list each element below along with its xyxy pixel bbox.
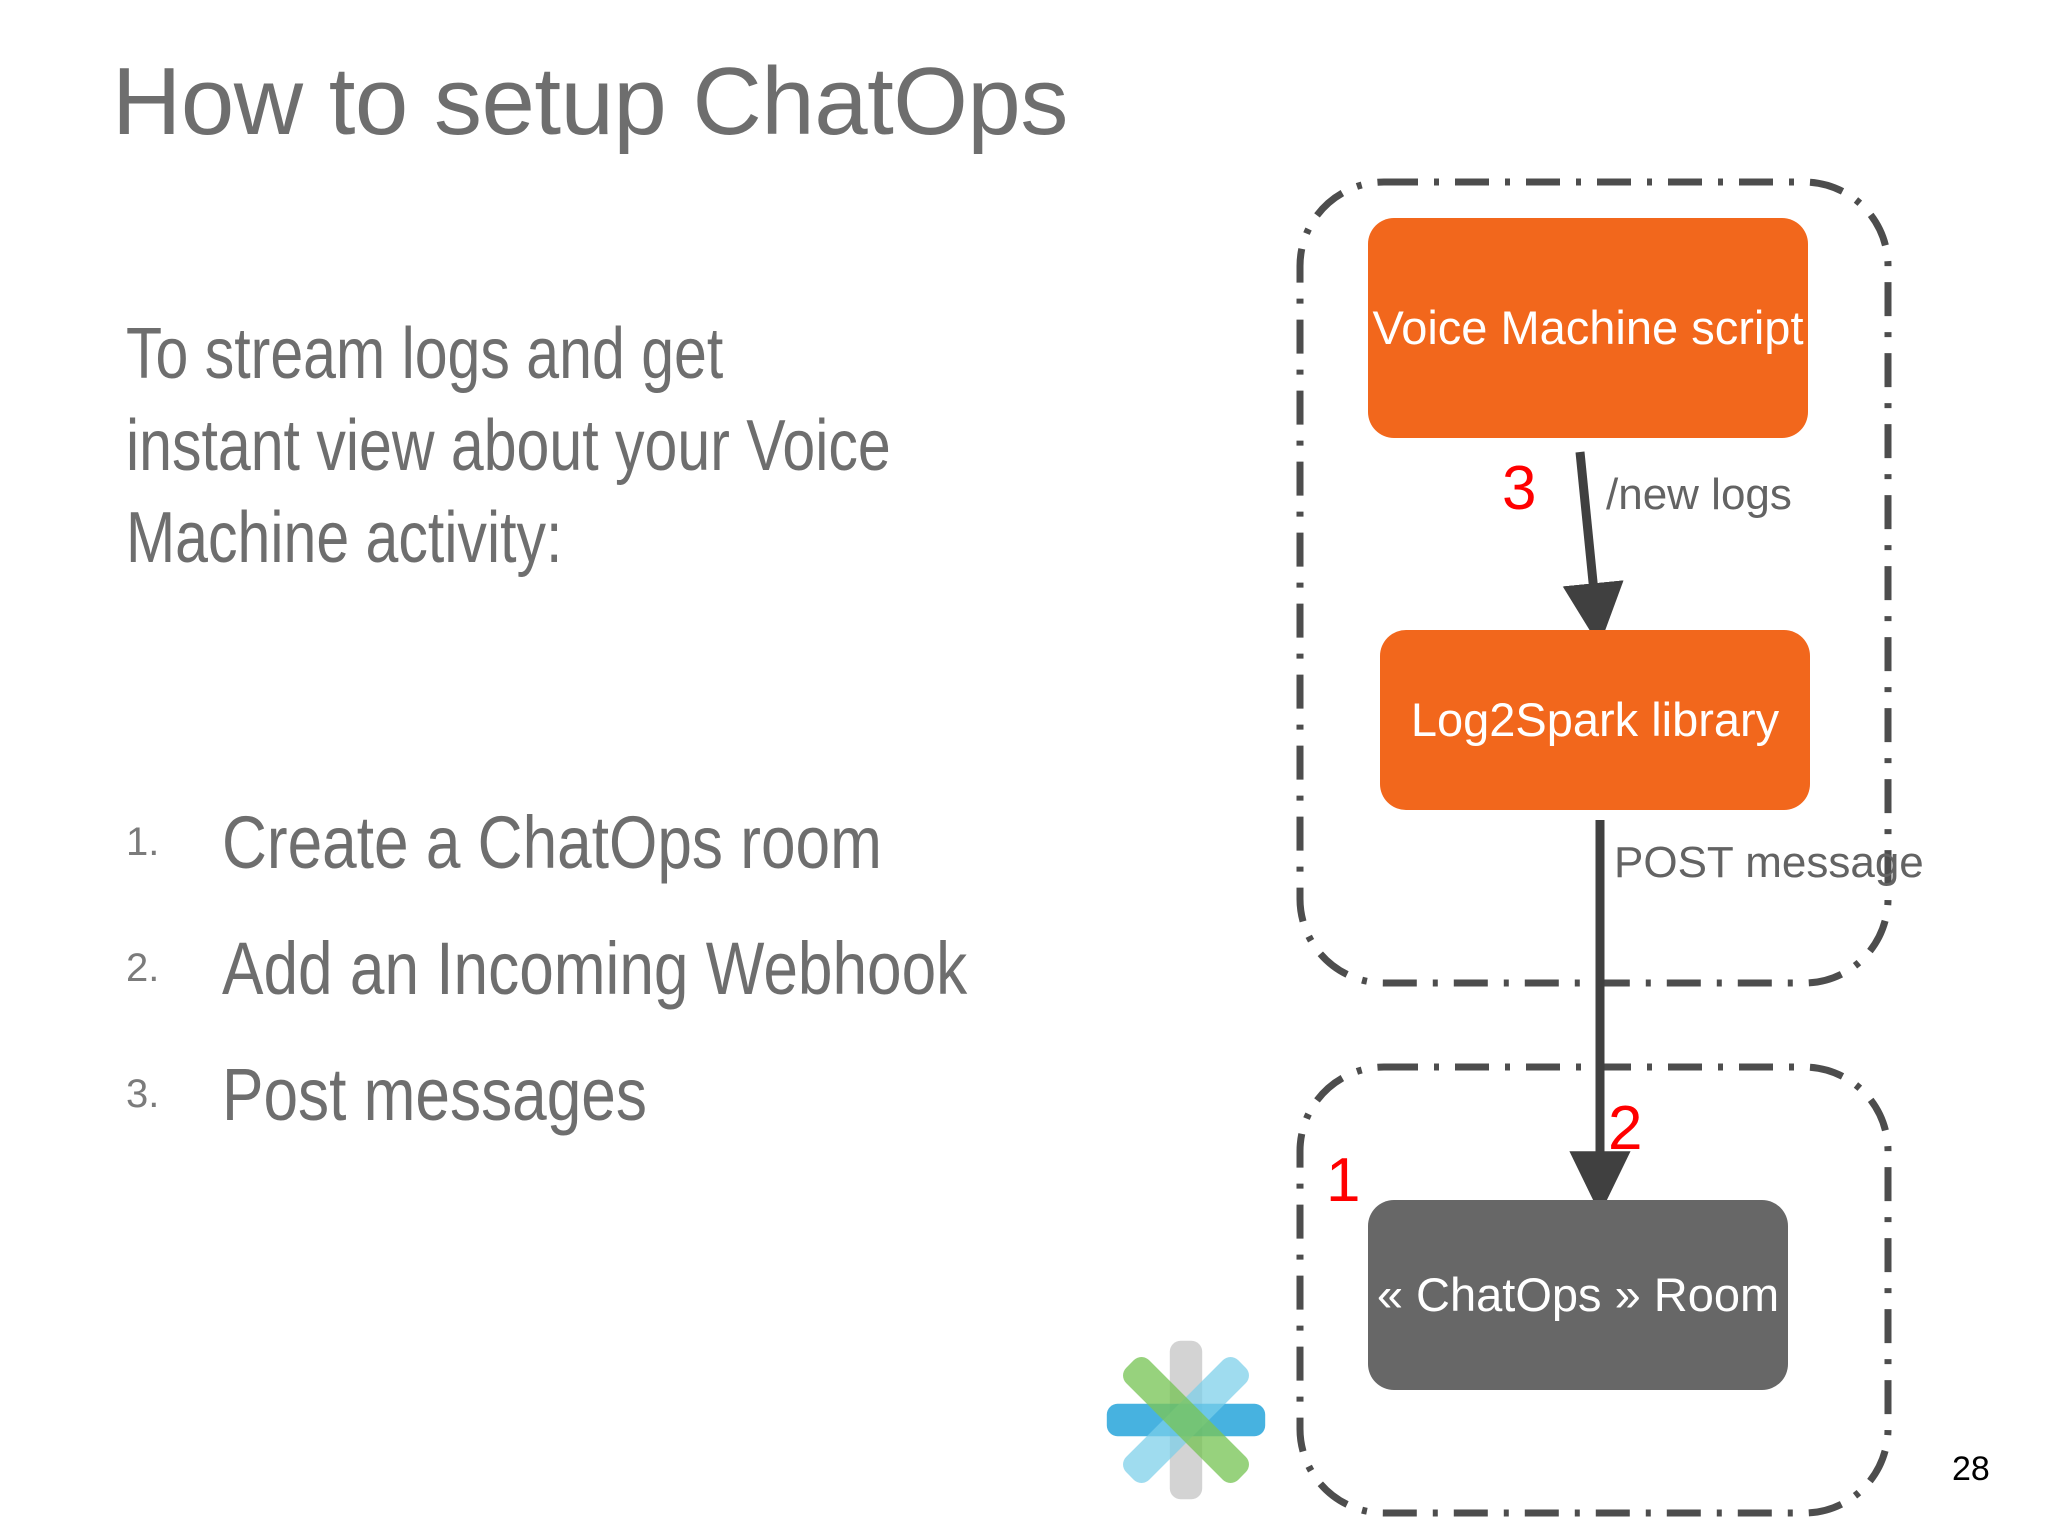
step-marker-1: 1 (1326, 1146, 1361, 1215)
node-chatops-room[interactable]: « ChatOps » Room (1368, 1200, 1788, 1390)
step-marker-2: 2 (1608, 1094, 1643, 1163)
list-item: 3. Post messages (126, 1052, 1176, 1138)
list-item: 1. Create a ChatOps room (126, 800, 1176, 886)
step-label: Add an Incoming Webhook (222, 927, 968, 1010)
list-item: 2. Add an Incoming Webhook (126, 926, 1176, 1012)
edge-label-post-message: POST message (1614, 838, 1924, 887)
spark-logo-bar-green (1123, 1357, 1249, 1483)
cisco-spark-logo-icon (1106, 1340, 1266, 1500)
step-label: Post messages (222, 1053, 647, 1136)
node-log2spark-library[interactable]: Log2Spark library (1380, 630, 1810, 810)
architecture-diagram: Voice Machine script Log2Spark library «… (1280, 178, 1960, 1536)
step-number: 3. (126, 1072, 160, 1116)
node-voice-machine-script[interactable]: Voice Machine script (1368, 218, 1808, 438)
step-number: 1. (126, 820, 160, 864)
edge-label-new-logs: /new logs (1606, 470, 1792, 519)
page-number: 28 (1952, 1450, 1990, 1488)
step-marker-3: 3 (1502, 454, 1537, 523)
steps-list: 1. Create a ChatOps room 2. Add an Incom… (126, 800, 1176, 1178)
intro-paragraph: To stream logs and get instant view abou… (126, 314, 891, 579)
arrow-voice-machine-to-log2spark (1562, 451, 1624, 647)
step-number: 2. (126, 946, 160, 990)
page-title: How to setup ChatOps (112, 48, 1068, 155)
step-label: Create a ChatOps room (222, 801, 882, 884)
